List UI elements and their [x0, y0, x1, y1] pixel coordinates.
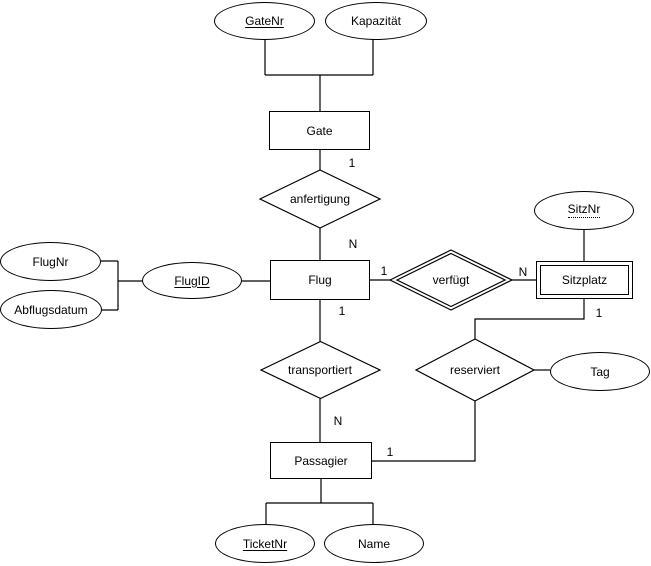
entity-passagier: Passagier — [270, 442, 372, 479]
attribute-name-label: Name — [357, 536, 390, 551]
cardinality-sitzplatz-reserviert: 1 — [595, 306, 603, 320]
relationship-reserviert-diamond — [414, 338, 536, 402]
cardinality-flug-transportiert: 1 — [338, 304, 346, 318]
attribute-gatenr: GateNr — [214, 2, 315, 40]
attribute-ticketnr: TicketNr — [215, 524, 315, 563]
attribute-tag-label: Tag — [590, 364, 610, 379]
relationship-verfuegt-diamond-inner — [395, 252, 507, 308]
attribute-flugid-label: FlugID — [174, 273, 210, 288]
entity-gate: Gate — [269, 111, 370, 150]
attribute-abflugsdatum: Abflugsdatum — [0, 290, 102, 329]
attribute-flugnr: FlugNr — [0, 242, 101, 281]
attribute-sitznr-label: SitzNr — [567, 202, 601, 219]
attribute-tag: Tag — [550, 352, 650, 391]
relationship-reserviert-label: reserviert — [449, 363, 501, 377]
relationship-verfuegt-label: verfügt — [432, 273, 470, 287]
attribute-kapazitaet: Kapazität — [325, 2, 427, 40]
attribute-abflugsdatum-label: Abflugsdatum — [14, 302, 88, 317]
entity-sitzplatz: Sitzplatz — [536, 261, 633, 299]
attribute-gatenr-label: GateNr — [245, 14, 284, 28]
attribute-name: Name — [324, 524, 424, 563]
cardinality-transportiert-passagier: N — [333, 414, 343, 428]
entity-flug: Flug — [270, 260, 370, 300]
cardinality-reserviert-passagier: 1 — [386, 445, 394, 459]
relationship-transportiert-label: transportiert — [287, 363, 353, 377]
cardinality-anfertigung-flug: N — [348, 237, 358, 251]
entity-sitzplatz-inner-border: Sitzplatz — [540, 265, 629, 295]
entity-gate-label: Gate — [306, 123, 333, 138]
entity-passagier-label: Passagier — [294, 453, 348, 468]
entity-flug-label: Flug — [308, 273, 332, 287]
attribute-ticketnr-label: TicketNr — [242, 536, 288, 551]
attribute-sitznr: SitzNr — [534, 191, 634, 230]
entity-sitzplatz-label: Sitzplatz — [561, 273, 608, 287]
attribute-flugid: FlugID — [142, 262, 242, 299]
connector-sitzplatz-reserviert — [474, 299, 585, 339]
cardinality-gate-anfertigung: 1 — [348, 156, 356, 170]
connector-reserviert-passagier — [372, 401, 476, 462]
attribute-flugnr-label: FlugNr — [32, 254, 69, 269]
relationship-anfertigung-diamond — [258, 169, 382, 229]
attribute-kapazitaet-label: Kapazität — [350, 14, 402, 28]
relationship-anfertigung-label: anfertigung — [289, 192, 351, 206]
cardinality-verfuegt-sitzplatz: N — [518, 265, 528, 279]
relationship-transportiert-diamond — [259, 340, 382, 400]
cardinality-flug-verfuegt: 1 — [380, 264, 388, 278]
